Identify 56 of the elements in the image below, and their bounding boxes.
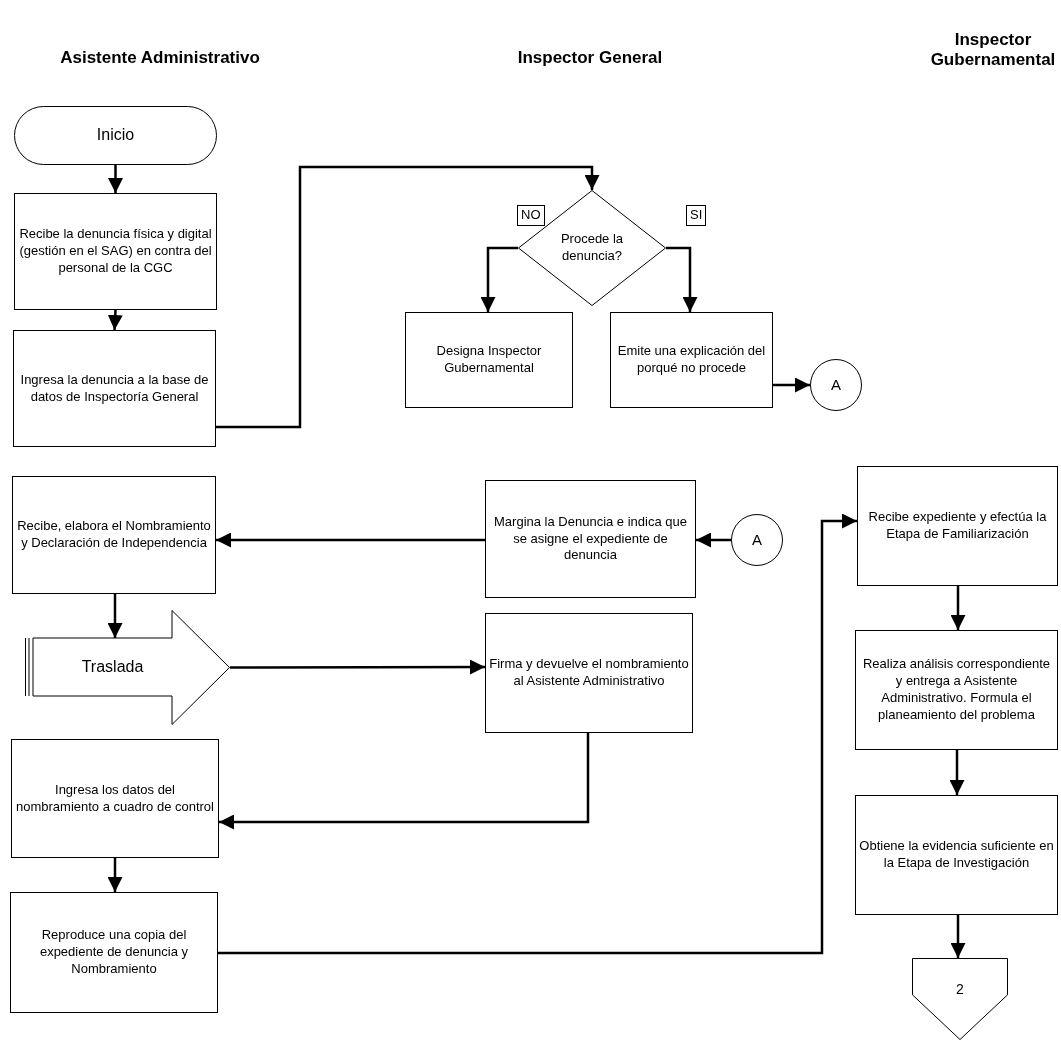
arrow bbox=[696, 532, 731, 548]
process-box bbox=[12, 476, 216, 594]
process-box bbox=[855, 795, 1058, 915]
step-text: Obtiene la evidencia suficiente en la Etapa de Investigación bbox=[858, 838, 1055, 872]
arrow bbox=[480, 246, 518, 312]
arrow bbox=[107, 858, 123, 892]
process-box bbox=[855, 630, 1058, 750]
lane-heading: Inspector Gubernamental bbox=[929, 30, 1057, 70]
step-text: Designa Inspector Gubernamental bbox=[435, 343, 543, 377]
step-text: Recibe la denuncia física y digital (gestión en el SAG) en contra del personal de la CGC bbox=[18, 226, 213, 277]
step-text: Recibe, elabora el Nombramiento y Declaración de Independencia bbox=[16, 518, 212, 552]
off-page-connector bbox=[912, 958, 1008, 1040]
arrow bbox=[950, 586, 966, 630]
decision-diamond bbox=[518, 190, 666, 306]
process-box bbox=[485, 613, 693, 733]
connector-label: 2 bbox=[956, 979, 964, 999]
step-text: Reproduce una copia del expediente de denuncia y Nombramiento bbox=[38, 927, 190, 978]
arrow bbox=[219, 733, 590, 830]
lane-heading: Inspector General bbox=[516, 48, 664, 68]
step-text: Emite una explicación del porqué no procede bbox=[616, 343, 767, 377]
arrow bbox=[108, 165, 123, 193]
arrow bbox=[773, 377, 810, 393]
transfer-arrow-shape bbox=[25, 610, 230, 725]
arrow bbox=[216, 532, 485, 548]
step-text: Procede la denuncia? bbox=[559, 231, 625, 265]
process-box bbox=[14, 193, 217, 310]
connector-circle bbox=[731, 514, 783, 566]
step-text: Recibe expediente y efectúa la Etapa de Familiarización bbox=[867, 509, 1048, 543]
step-text: Firma y devuelve el nombramiento al Asistente Administrativo bbox=[488, 656, 690, 690]
arrow bbox=[666, 246, 698, 312]
process-box bbox=[610, 312, 773, 408]
arrow bbox=[107, 309, 123, 331]
process-box bbox=[10, 892, 218, 1013]
edge-label: NO bbox=[517, 205, 545, 226]
arrow bbox=[949, 750, 965, 795]
lane-heading: Asistente Administrativo bbox=[59, 48, 261, 68]
terminator-label: Inicio bbox=[96, 125, 135, 146]
process-box bbox=[405, 312, 573, 408]
step-text: Ingresa los datos del nombramiento a cuadro de control bbox=[15, 781, 215, 816]
connector-label: A bbox=[752, 530, 762, 550]
connector-circle bbox=[810, 359, 862, 411]
arrow bbox=[216, 165, 600, 429]
arrow bbox=[230, 659, 485, 675]
process-box bbox=[485, 480, 696, 598]
process-box bbox=[11, 739, 219, 858]
arrow bbox=[218, 513, 857, 955]
step-text: Traslada bbox=[80, 657, 145, 678]
step-text: Ingresa la denuncia a la base de datos de Inspectoría General bbox=[19, 371, 210, 406]
process-box bbox=[13, 330, 216, 447]
process-box bbox=[857, 466, 1058, 586]
connector-label: A bbox=[831, 375, 841, 395]
arrow bbox=[107, 594, 123, 638]
step-text: Margina la Denuncia e indica que se asigne el expediente de denuncia bbox=[493, 513, 688, 565]
arrow bbox=[950, 915, 966, 958]
edge-label: SI bbox=[686, 205, 707, 226]
step-text: Realiza análisis correspondiente y entrega a Asistente Administrativo. Formula el planeamiento del problema bbox=[861, 656, 1052, 724]
